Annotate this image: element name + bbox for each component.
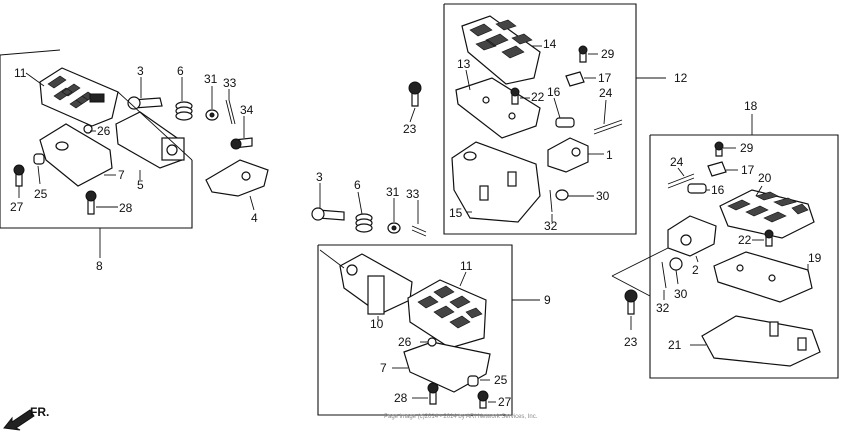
callout-30-right: 30 <box>674 287 688 301</box>
callout-4: 4 <box>251 211 258 225</box>
callout-28-left: 28 <box>119 201 133 215</box>
leaders-group-9 <box>319 183 540 403</box>
leaders-group-18 <box>611 114 809 346</box>
callout-11-bottom: 11 <box>460 259 473 273</box>
callout-31-left: 31 <box>204 72 218 86</box>
footpeg-plate-19 <box>713 251 813 303</box>
callout-12: 12 <box>674 71 688 85</box>
callout-34: 34 <box>240 103 254 117</box>
callout-5: 5 <box>137 178 144 192</box>
callout-27-bottom: 27 <box>498 395 512 409</box>
callout-24-top: 24 <box>599 86 613 100</box>
holder-4 <box>205 159 269 197</box>
callout-16-right: 16 <box>711 183 725 197</box>
washer-30-top <box>555 189 569 201</box>
copyright-watermark: Page image (c)2014 - 2014 by ARI Network… <box>384 414 538 420</box>
callout-3-bottom: 3 <box>316 170 323 184</box>
cotter-32-right <box>661 261 667 289</box>
callout-14: 14 <box>543 37 557 51</box>
direction-label: FR. <box>30 405 49 419</box>
collar-26-bottom <box>427 337 437 347</box>
group-frame-18 <box>649 134 839 379</box>
callout-29-top: 29 <box>601 47 615 61</box>
callout-21: 21 <box>668 338 682 352</box>
callout-23-right: 23 <box>624 335 638 349</box>
callout-13: 13 <box>457 57 471 71</box>
callout-15: 15 <box>449 206 463 220</box>
callout-11-left: 11 <box>14 66 27 80</box>
footpeg-assembly-9 <box>311 207 491 409</box>
callout-17-top: 17 <box>598 71 612 85</box>
footpeg-base-21 <box>701 315 821 367</box>
plate-17-top <box>565 71 585 87</box>
group-frame-8 <box>0 49 193 229</box>
collar-25-bottom <box>467 375 479 387</box>
callout-23-top: 23 <box>403 122 417 136</box>
bracket-1 <box>547 137 589 173</box>
footpeg-rubber-11 <box>39 67 119 127</box>
callout-30-top: 30 <box>596 189 610 203</box>
callout-25-left: 25 <box>34 187 48 201</box>
callout-26-bottom: 26 <box>398 335 412 349</box>
pin-24-top <box>593 119 623 131</box>
callout-7-left: 7 <box>118 168 125 182</box>
washer-30-right <box>669 257 683 271</box>
collar-16-top <box>555 117 575 128</box>
callout-25-bottom: 25 <box>494 373 508 387</box>
pin-24-right <box>667 173 695 185</box>
callout-29-right: 29 <box>740 141 754 155</box>
callout-27-left: 27 <box>10 200 24 214</box>
callout-17-right: 17 <box>741 163 755 177</box>
callout-28-bottom: 28 <box>394 391 408 405</box>
callout-16-top: 16 <box>547 85 561 99</box>
callout-20: 20 <box>758 171 772 185</box>
leaders-group-12 <box>409 45 666 222</box>
callout-24-right: 24 <box>670 155 684 169</box>
callout-32-right: 32 <box>656 301 670 315</box>
footpeg-assembly-12 <box>451 15 623 223</box>
callout-3-left: 3 <box>137 64 144 78</box>
cotter-pin-33 <box>225 99 233 125</box>
callout-22-right: 22 <box>738 233 752 247</box>
callout-6-bottom: 6 <box>354 178 361 192</box>
collar-25-left <box>33 153 45 165</box>
callout-labels: 11 3 6 31 33 34 26 7 5 25 27 28 4 8 14 2… <box>10 37 822 409</box>
callout-22-top: 22 <box>531 90 545 104</box>
callout-18: 18 <box>744 99 758 113</box>
callout-9: 9 <box>544 293 551 307</box>
callout-19: 19 <box>808 251 822 265</box>
leaders-group-8 <box>18 72 255 258</box>
footpeg-assembly-8 <box>13 67 269 215</box>
footpeg-base-7 <box>39 123 113 187</box>
bracket-2 <box>667 215 717 257</box>
group-frame-12 <box>443 3 637 235</box>
collar-26-left <box>83 124 93 134</box>
callout-2: 2 <box>692 263 699 277</box>
callout-10: 10 <box>370 317 384 331</box>
spring-6-bottom <box>355 213 373 233</box>
callout-8: 8 <box>96 259 103 273</box>
spring-6 <box>175 101 193 121</box>
callout-33-bottom: 33 <box>406 187 420 201</box>
front-direction-arrow <box>3 409 35 431</box>
callout-7-bottom: 7 <box>380 361 387 375</box>
cotter-32-top <box>549 189 553 213</box>
footpeg-base-15 <box>451 141 541 223</box>
footpeg-plate-13 <box>455 77 541 139</box>
callout-32-top: 32 <box>544 219 558 233</box>
group-frame-9 <box>317 244 513 416</box>
plate-17-right <box>707 161 727 177</box>
callout-31-bottom: 31 <box>386 185 400 199</box>
callout-26-left: 26 <box>97 124 111 138</box>
callout-33-left: 33 <box>223 76 237 90</box>
callout-6-left: 6 <box>177 64 184 78</box>
callout-1: 1 <box>606 148 613 162</box>
collar-16-right <box>687 183 707 194</box>
rubber-hole <box>89 93 105 103</box>
cotter-33-bottom <box>411 225 427 233</box>
